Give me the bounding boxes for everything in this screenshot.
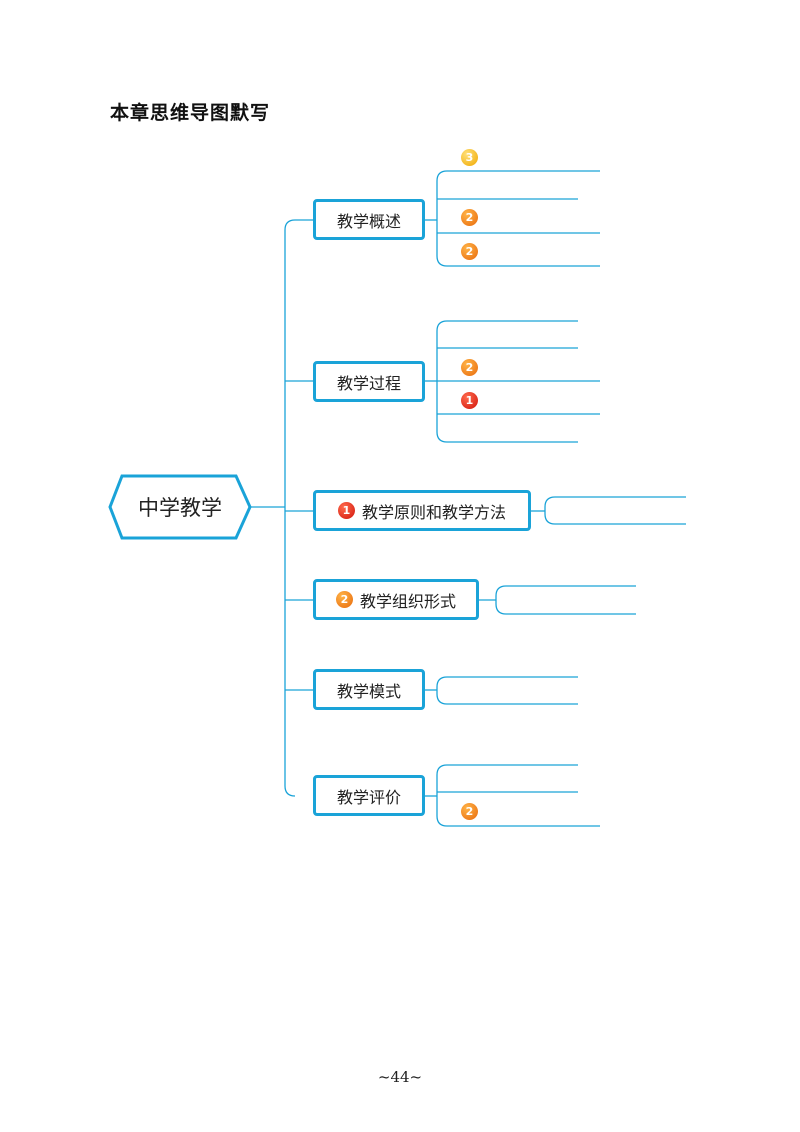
priority-badge-icon: 1 [337,502,355,519]
branch-label: 教学评价 [336,787,401,807]
priority-badge-icon: 2 [461,803,478,820]
branch-node-overview: 教学概述 [313,199,425,240]
priority-badge-icon: 2 [335,591,353,608]
branch-label: 教学过程 [336,373,401,393]
branch-node-evaluation: 教学评价 [313,775,425,816]
priority-badge-icon: 1 [461,392,478,409]
branch-label: 教学模式 [336,681,401,701]
branch-node-organization-forms: 2 教学组织形式 [313,579,479,620]
branch-node-process: 教学过程 [313,361,425,402]
priority-badge-icon: 2 [461,209,478,226]
branch-label: 教学原则和教学方法 [361,502,506,522]
branch-label: 教学组织形式 [359,591,456,611]
branch-node-teaching-modes: 教学模式 [313,669,425,710]
branch-node-principles-methods: 1 教学原则和教学方法 [313,490,531,531]
central-topic-label: 中学教学 [138,496,222,520]
central-topic-frame [108,474,252,540]
page-title: 本章思维导图默写 [110,102,271,124]
priority-badge-icon: 2 [461,359,478,376]
branch-label: 教学概述 [336,211,401,231]
priority-badge-icon: 2 [461,243,478,260]
priority-badge-icon: 3 [461,149,478,166]
page-number: ~44~ [377,1068,423,1086]
